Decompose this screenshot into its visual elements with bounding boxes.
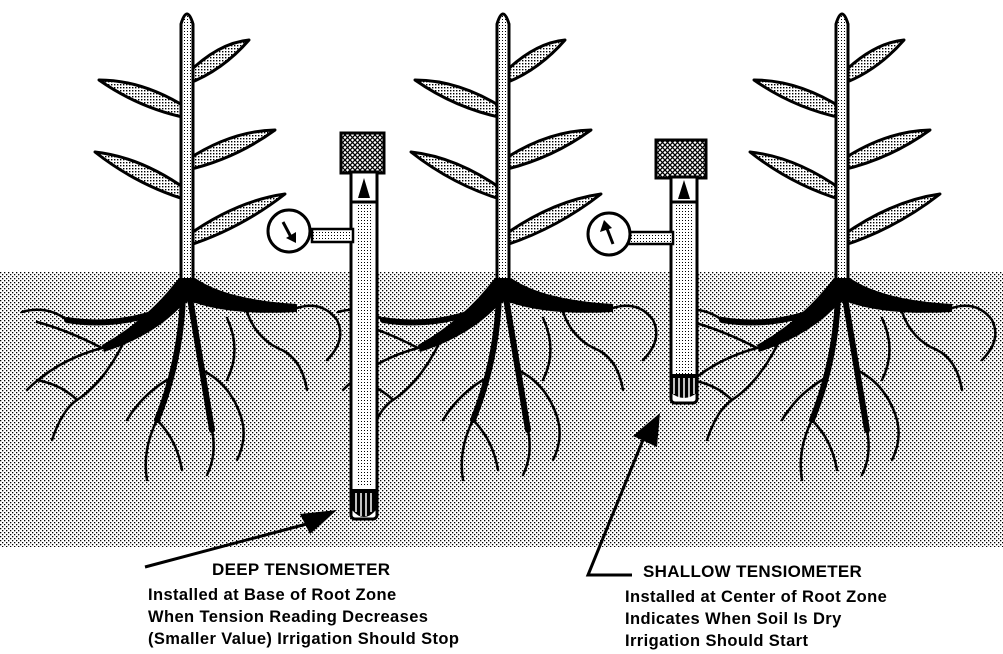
shallow-description-line: Installed at Center of Root Zone [625,587,887,607]
deep-tensiometer-title: DEEP TENSIOMETER [212,560,390,580]
shallow-description-line: Indicates When Soil Is Dry [625,609,842,629]
deep-description-line: When Tension Reading Decreases [148,607,428,627]
shallow-tensiometer-title: SHALLOW TENSIOMETER [643,562,862,582]
shallow-description-line: Irrigation Should Start [625,631,808,651]
deep-description-line: (Smaller Value) Irrigation Should Stop [148,629,459,649]
deep-description-line: Installed at Base of Root Zone [148,585,397,605]
